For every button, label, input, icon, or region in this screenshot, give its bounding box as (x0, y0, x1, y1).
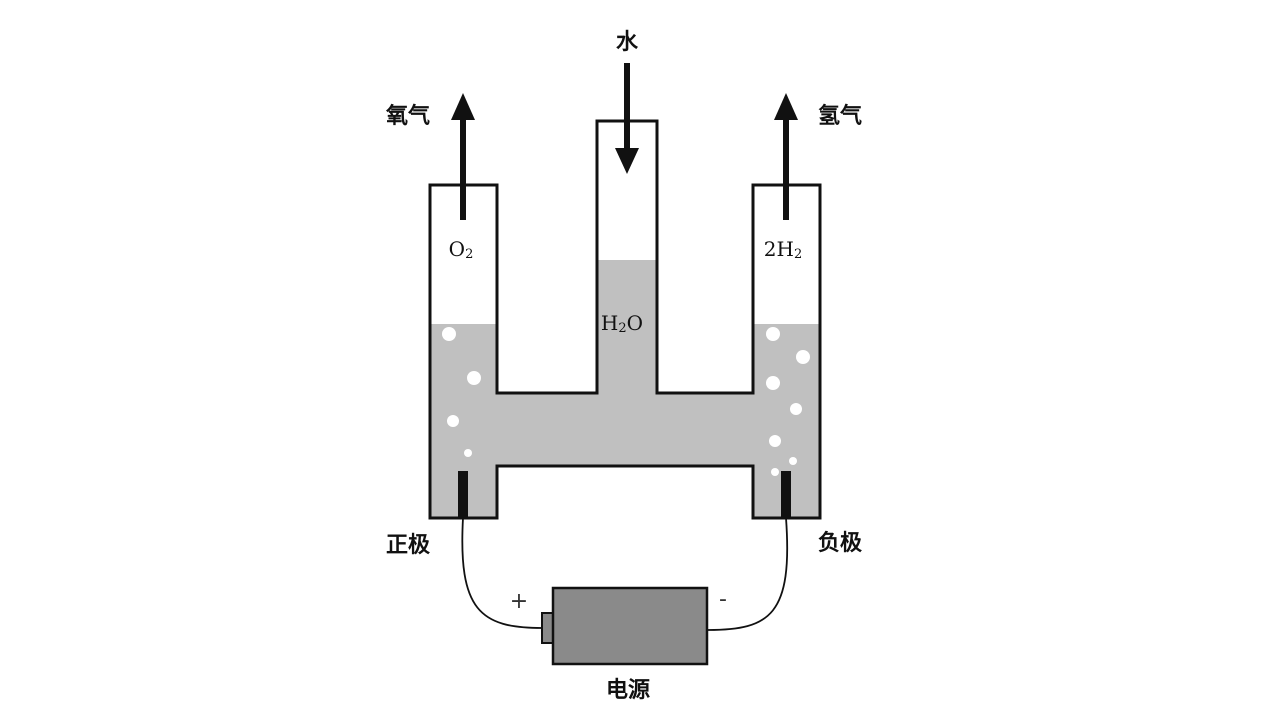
bubble (442, 327, 456, 341)
water-label: 水 (616, 30, 639, 55)
bubble (467, 371, 481, 385)
bubble (769, 435, 781, 447)
cathode-label: 负极 (818, 531, 863, 556)
h2-formula: 2H2 (764, 237, 802, 262)
bubble (789, 457, 797, 465)
bubble (790, 403, 802, 415)
minus-sign: - (719, 587, 727, 612)
h2o-formula: H2O (601, 311, 643, 336)
oxygen-bubbles (442, 327, 481, 457)
plus-sign: + (510, 589, 528, 614)
bubble (447, 415, 459, 427)
oxygen-out-arrow (451, 93, 475, 220)
bubble (766, 327, 780, 341)
hydrogen-out-arrow (774, 93, 798, 220)
cathode-electrode (781, 471, 791, 519)
bubble (766, 376, 780, 390)
battery-body (551, 586, 709, 666)
cathode-wire (707, 517, 789, 631)
water-in-arrow (615, 63, 639, 174)
anode-electrode (458, 471, 468, 519)
bubble (796, 350, 810, 364)
electrolyte-liquid (430, 260, 820, 518)
power-source-label: 电源 (606, 678, 650, 703)
oxygen-label: 氧气 (385, 103, 430, 129)
battery (541, 586, 709, 666)
bubble (464, 449, 472, 457)
hydrogen-label: 氢气 (818, 103, 862, 129)
o2-formula: O2 (449, 237, 474, 262)
electrolyzer-outline (428, 119, 822, 520)
anode-label: 正极 (386, 533, 431, 558)
anode-wire (461, 517, 543, 629)
bubble (771, 468, 779, 476)
hydrogen-bubbles (766, 327, 810, 476)
